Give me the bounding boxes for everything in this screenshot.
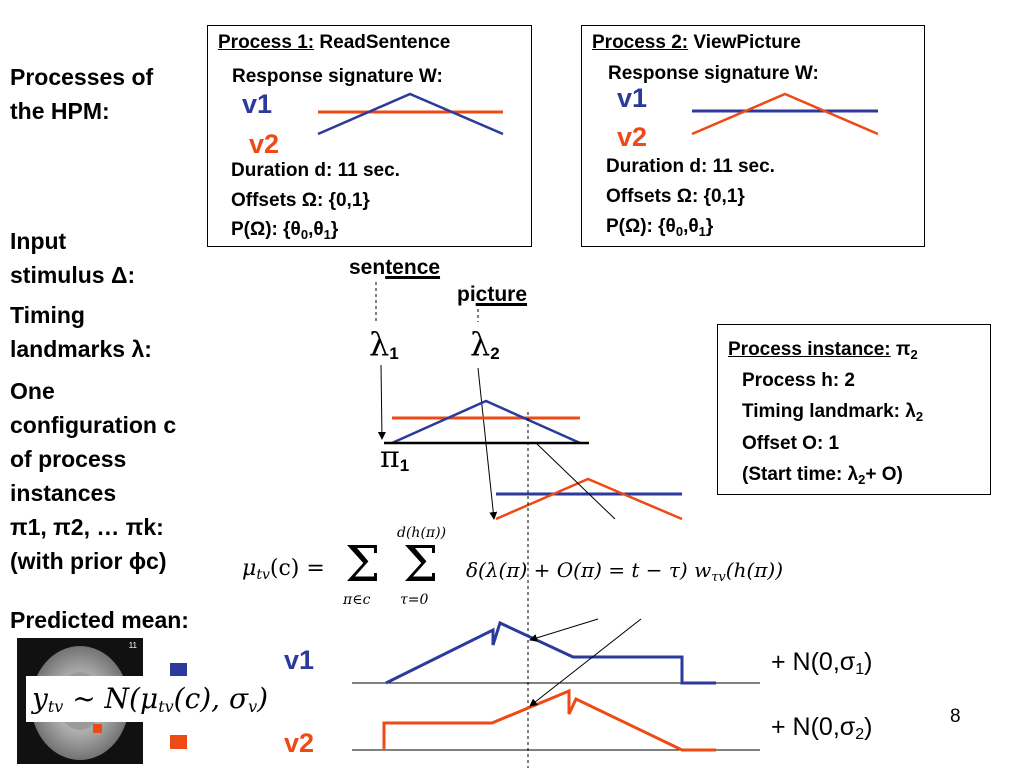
instance-offset: Offset O: 1 [742,433,840,454]
process-instance-box: Process instance: π2 Process h: 2 Timing… [717,324,991,495]
brain-label: 11 [128,641,137,650]
process1-v1-label: v1 [242,89,273,119]
process2-prob: P(Ω): {θ0,θ1} [606,216,714,239]
instance-process: Process h: 2 [742,370,855,391]
process2-title: Process 2: ViewPicture [592,32,801,53]
predicted-v2-label: v2 [284,728,315,758]
process2-v2-label: v2 [617,122,648,152]
lambda1-arrow [377,364,386,440]
lambda1-label: λ1 [369,325,399,363]
instance-start: (Start time: λ2+ O) [742,464,903,487]
label-instances-list: π1, π2, … πk: [10,514,164,540]
pi2-v2-line [495,477,683,521]
process1-title: Process 1: ReadSentence [218,32,451,53]
label-processes: Processes of the HPM: [10,64,154,124]
process2-box: Process 2: ViewPicture Response signatur… [581,25,925,247]
pi1-label: π1 [380,440,410,475]
p1-v1-line [317,92,504,136]
instance-title: Process instance: π2 [728,339,918,362]
process1-signature: Response signature W: [232,66,443,87]
page-number: 8 [950,706,961,727]
observation-formula: ytv ~ N(μtv(c), σv) [26,676,328,722]
process1-v2-label: v2 [249,129,280,159]
predicted-v1-series [385,620,716,685]
label-timing-landmarks: Timing landmarks λ: [10,302,152,362]
formula-sum2: Σ [403,535,439,593]
formula-sum2-under: τ=0 [400,592,429,608]
v2-swatch [170,735,187,749]
process2-offsets: Offsets Ω: {0,1} [606,186,745,207]
stimulus-sentence: sentence [349,256,441,279]
formula-lhs: μtv(c) = [242,556,325,583]
pi1-v1-line [391,399,581,445]
process2-v1-label: v1 [617,83,648,113]
noise2-label: + N(0,σ2) [771,713,873,743]
formula-sum1: Σ [345,535,381,593]
formula-sum1-under: π∈c [343,592,371,608]
label-input-stimulus: Input stimulus Δ: [10,228,136,288]
formula-body: δ(λ(π) + O(π) = t − τ) wτv(h(π)) [466,558,784,585]
lambda2-label: λ2 [470,325,500,363]
label-prior: (with prior ϕc) [10,548,167,574]
noise1-label: + N(0,σ1) [771,648,873,678]
brain-voxel-marker [93,724,102,733]
process1-prob: P(Ω): {θ0,θ1} [231,219,339,242]
pi-connector [535,442,616,520]
label-predicted-mean: Predicted mean: [10,607,189,633]
process1-offsets: Offsets Ω: {0,1} [231,190,370,211]
process1-duration: Duration d: 11 sec. [231,160,400,181]
prediction-arrow-1 [529,618,599,642]
process2-duration: Duration d: 11 sec. [606,156,775,177]
process2-signature: Response signature W: [608,63,819,84]
prediction-arrow-2 [529,618,642,707]
formula-sum2-over: d(h(π)) [397,525,447,541]
predicted-v2-series [382,688,716,752]
p2-v2-line [691,92,879,136]
label-configuration: One configuration c of process instances… [10,374,176,578]
instance-landmark: Timing landmark: λ2 [742,401,924,424]
v1-swatch [170,663,187,677]
predicted-v1-label: v1 [284,645,315,675]
stimulus-picture: picture [457,283,528,306]
process1-box: Process 1: ReadSentence Response signatu… [207,25,532,247]
